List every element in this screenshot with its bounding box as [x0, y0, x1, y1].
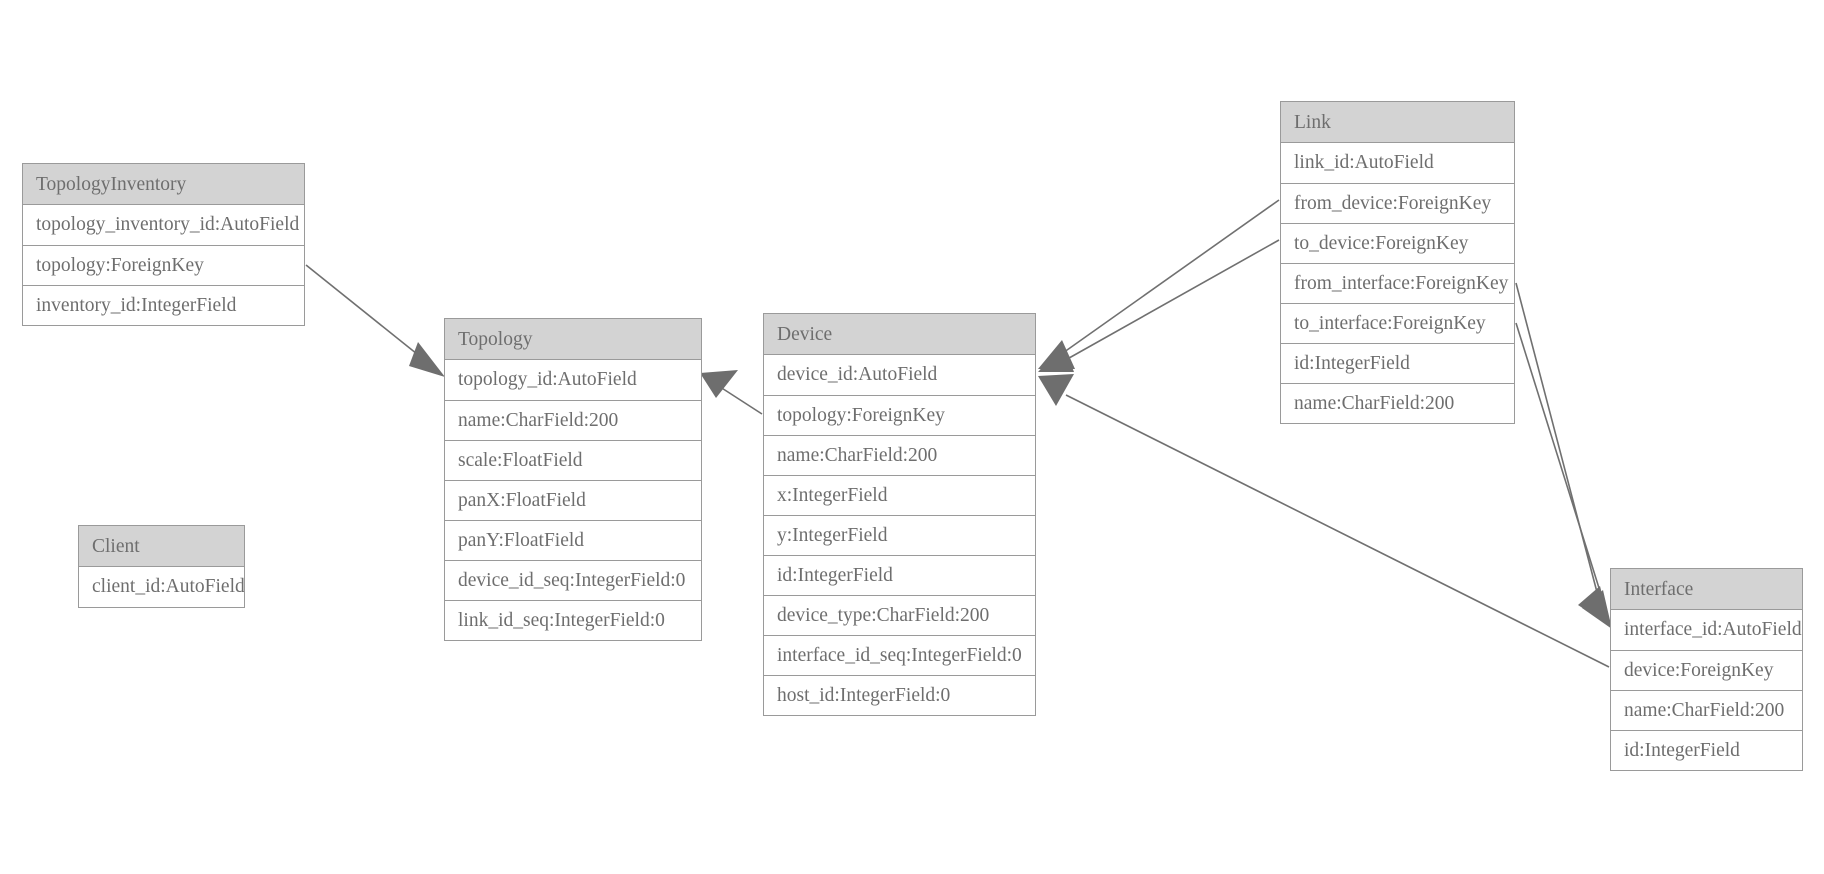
- entity-field-row: panX:FloatField: [445, 480, 701, 520]
- entity-field-row: topology:ForeignKey: [764, 395, 1035, 435]
- edge-device-topology: [700, 370, 763, 415]
- entity-field-row: inventory_id:IntegerField: [23, 285, 304, 325]
- entity-device[interactable]: Device device_id:AutoField topology:Fore…: [763, 313, 1036, 716]
- edge-topologyinventory-topology: [305, 264, 445, 377]
- entity-field-row: to_device:ForeignKey: [1281, 223, 1514, 263]
- entity-title-device: Device: [764, 314, 1035, 355]
- entity-field-row: name:CharField:200: [764, 435, 1035, 475]
- edge-link-to-interface: [1515, 322, 1612, 629]
- entity-title-link: Link: [1281, 102, 1514, 143]
- entity-field-row: name:CharField:200: [445, 400, 701, 440]
- entity-field-row: device_id_seq:IntegerField:0: [445, 560, 701, 600]
- entity-field-row: to_interface:ForeignKey: [1281, 303, 1514, 343]
- entity-field-row: device_id:AutoField: [764, 355, 1035, 395]
- entity-title-topology-inventory: TopologyInventory: [23, 164, 304, 205]
- entity-field-row: from_interface:ForeignKey: [1281, 263, 1514, 303]
- entity-field-row: host_id:IntegerField:0: [764, 675, 1035, 715]
- entity-field-row: name:CharField:200: [1281, 383, 1514, 423]
- edge-link-from-interface: [1515, 282, 1610, 626]
- entity-field-row: name:CharField:200: [1611, 690, 1802, 730]
- entity-field-row: id:IntegerField: [1611, 730, 1802, 770]
- entity-topology-inventory[interactable]: TopologyInventory topology_inventory_id:…: [22, 163, 305, 326]
- entity-interface[interactable]: Interface interface_id:AutoField device:…: [1610, 568, 1803, 771]
- entity-topology[interactable]: Topology topology_id:AutoField name:Char…: [444, 318, 702, 641]
- entity-title-client: Client: [79, 526, 244, 567]
- entity-field-row: topology:ForeignKey: [23, 245, 304, 285]
- entity-field-row: device:ForeignKey: [1611, 650, 1802, 690]
- edge-link-from-device: [1038, 199, 1280, 369]
- entity-field-row: y:IntegerField: [764, 515, 1035, 555]
- entity-field-row: id:IntegerField: [1281, 343, 1514, 383]
- entity-client[interactable]: Client client_id:AutoField: [78, 525, 245, 608]
- entity-field-row: from_device:ForeignKey: [1281, 183, 1514, 223]
- entity-field-row: topology_id:AutoField: [445, 360, 701, 400]
- entity-field-row: client_id:AutoField: [79, 567, 244, 607]
- entity-field-row: topology_inventory_id:AutoField: [23, 205, 304, 245]
- entity-field-row: x:IntegerField: [764, 475, 1035, 515]
- entity-field-row: panY:FloatField: [445, 520, 701, 560]
- entity-field-row: device_type:CharField:200: [764, 595, 1035, 635]
- entity-field-row: id:IntegerField: [764, 555, 1035, 595]
- entity-title-interface: Interface: [1611, 569, 1802, 610]
- entity-field-row: interface_id_seq:IntegerField:0: [764, 635, 1035, 675]
- entity-title-topology: Topology: [445, 319, 701, 360]
- entity-field-row: link_id_seq:IntegerField:0: [445, 600, 701, 640]
- entity-link[interactable]: Link link_id:AutoField from_device:Forei…: [1280, 101, 1515, 424]
- edge-link-to-device: [1038, 239, 1280, 372]
- entity-field-row: scale:FloatField: [445, 440, 701, 480]
- entity-field-row: interface_id:AutoField: [1611, 610, 1802, 650]
- entity-field-row: link_id:AutoField: [1281, 143, 1514, 183]
